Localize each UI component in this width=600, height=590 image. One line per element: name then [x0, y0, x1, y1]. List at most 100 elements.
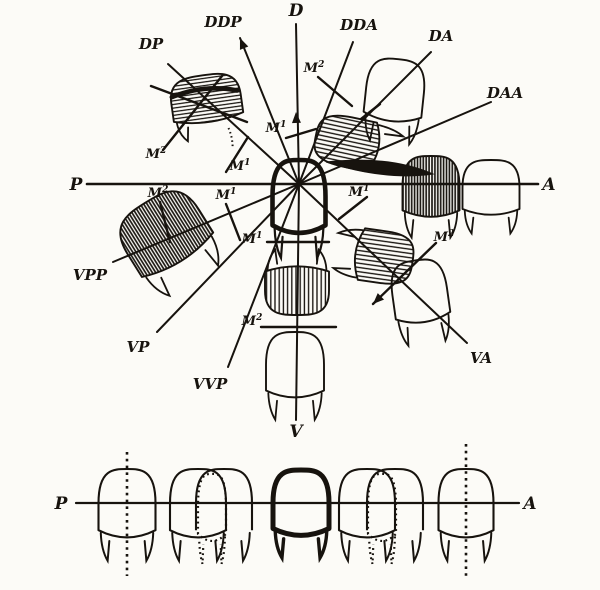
row-tooth-4-root-left	[340, 531, 351, 565]
row-tooth-1-root-left	[99, 531, 111, 565]
row-tooth-4-root-right	[383, 531, 394, 565]
a-axis-plain-tooth-root-right	[507, 210, 519, 236]
axis-label-VP: VP	[127, 338, 151, 356]
center-bold-tooth-crown	[270, 157, 328, 236]
ray-DDP-arrow	[239, 38, 249, 50]
v-axis-plain-tooth-crown	[265, 331, 325, 399]
row-tooth-2	[168, 467, 228, 565]
row-tooth-2-second-crown	[194, 467, 254, 565]
dp-tooth-root-right-dotted	[227, 127, 234, 148]
row-tooth-2-second-root	[240, 531, 251, 565]
molar-label-M1: M1	[215, 187, 237, 203]
axis-label-D: D	[288, 1, 304, 21]
molar-label-M2: M2	[433, 229, 455, 245]
center-bold-tooth	[270, 157, 328, 262]
row-tooth-2-second-dome	[194, 467, 254, 531]
row-tooth-1-crown	[97, 467, 157, 539]
side-tooth-lower-right-root-left	[335, 228, 364, 238]
axis-label-VPP: VPP	[73, 266, 108, 284]
a-axis-dark-tooth-root-left	[403, 211, 415, 241]
vpp-tooth-root-left	[145, 276, 172, 298]
bottom-axis-label-A: A	[521, 494, 536, 514]
side-tooth-lower-right	[330, 227, 415, 285]
row-tooth-3	[270, 467, 332, 564]
row-tooth-3-crown	[270, 467, 332, 538]
row-tooth-3-root-right	[316, 529, 329, 564]
a-axis-plain-tooth-crown	[461, 159, 521, 216]
vpp-tooth	[119, 190, 220, 298]
vpp-tooth-root-right	[204, 235, 220, 268]
row-tooth-1-root-right	[143, 531, 155, 565]
molar-label-M1: M1	[241, 231, 263, 247]
molar-tick-M1	[284, 127, 318, 140]
a-axis-dark-tooth	[401, 155, 461, 241]
va-plain-tooth-crown	[390, 258, 452, 324]
axis-label-DAA: DAA	[486, 84, 523, 102]
a-axis-dark-tooth-root-right	[447, 211, 459, 241]
molar-tick-11	[359, 102, 382, 121]
vpp-tooth-crown	[119, 190, 215, 278]
v-axis-plain-tooth	[265, 331, 325, 423]
molar-tick-M1	[224, 135, 250, 174]
v-axis-plain-tooth-root-right	[312, 392, 323, 423]
dp-tooth-heavy-shade	[169, 85, 240, 100]
a-axis-dark-tooth-crown	[401, 155, 461, 218]
axis-label-DDA: DDA	[339, 16, 378, 34]
row-tooth-5-root-left	[439, 531, 450, 565]
row-tooth-4-ghost-outline	[366, 472, 398, 565]
ray-D-mid-arrow	[291, 112, 301, 124]
row-tooth-1	[97, 467, 157, 565]
row-tooth-4-ghost-crown	[366, 472, 398, 543]
axis-label-P: P	[69, 175, 84, 195]
v-axis-inverted-tooth-root-left	[315, 247, 328, 271]
axis-label-DDP: DDP	[203, 13, 242, 31]
side-tooth-lower-right-crown	[353, 227, 415, 285]
molar-label-M2: M2	[145, 146, 167, 162]
a-axis-plain-tooth	[461, 159, 521, 236]
dp-tooth-root-left	[176, 122, 189, 143]
row-tooth-2-root-right	[214, 531, 225, 565]
row-tooth-5	[437, 467, 495, 565]
row-tooth-5-crown	[437, 467, 495, 539]
molar-tick-M1	[224, 202, 242, 242]
dp-tooth-crown	[170, 72, 245, 125]
molar-tick-M1	[337, 195, 369, 221]
row-tooth-5-root-right	[482, 531, 493, 565]
v-axis-inverted-tooth	[264, 247, 330, 316]
v-axis-inverted-tooth-crown	[264, 265, 330, 316]
row-tooth-3-root-left	[273, 529, 286, 564]
va-plain-tooth-root-left	[397, 320, 410, 349]
ray-VP	[156, 183, 300, 333]
axis-label-VA: VA	[470, 349, 492, 367]
top-plain-tooth-crown	[362, 57, 426, 123]
axis-label-DP: DP	[138, 35, 164, 53]
v-axis-plain-tooth-root-left	[267, 392, 278, 423]
row-tooth-2-crown	[168, 467, 228, 539]
axis-label-V: V	[289, 422, 304, 442]
side-tooth-lower-right-root-right	[330, 266, 357, 279]
center-bold-tooth-root-right	[314, 227, 325, 262]
va-plain-tooth	[390, 258, 452, 349]
side-tooth-upper-right-crown	[313, 114, 381, 173]
row-tooth-4-ghost-roots	[368, 536, 396, 565]
center-bold-tooth-root-left	[273, 227, 284, 262]
side-tooth-upper-right-root-right	[378, 124, 407, 138]
molar-label-M2: M2	[241, 313, 263, 329]
ray-DAA	[298, 101, 492, 185]
row-tooth-2-ghost-outline	[196, 472, 228, 565]
molar-label-M1: M1	[229, 158, 251, 174]
dp-tooth	[169, 72, 245, 148]
row-tooth-2-ghost-crown	[196, 472, 228, 543]
molar-label-M1: M1	[265, 120, 287, 136]
axis-label-VVP: VVP	[193, 375, 228, 393]
molar-tick-arrow	[373, 293, 385, 304]
v-axis-inverted-tooth-root-right	[266, 247, 279, 271]
top-plain-tooth-root-right	[408, 119, 420, 148]
axis-label-A: A	[540, 175, 555, 195]
molar-tick-M2	[316, 75, 354, 108]
row-tooth-4-second-root	[411, 531, 422, 565]
molar-label-M2: M2	[303, 60, 325, 76]
ray-VVP	[227, 183, 300, 368]
